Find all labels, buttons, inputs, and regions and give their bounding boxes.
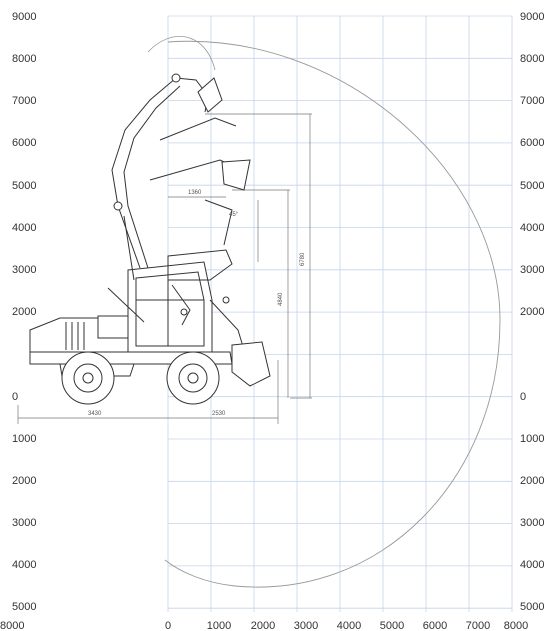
y-label: 7000 [520,95,544,107]
pivot-pin [180,308,188,316]
y-label: 5000 [12,601,36,613]
grid [167,15,513,612]
x-label: 1000 [207,620,231,631]
pivot-pin [222,296,230,304]
y-label: 3000 [12,517,36,529]
y-label: 2000 [520,306,544,318]
y-label: 1000 [12,433,36,445]
loader-bucket-lowered [231,341,271,387]
y-label: 1000 [520,433,544,445]
cab-window [135,271,205,347]
x-label: 4000 [337,620,361,631]
x-axis: 8000 0 1000 2000 3000 4000 5000 6000 700… [0,620,528,631]
x-label: 3000 [294,620,318,631]
outer-reach-arc [164,40,501,588]
backhoe-bucket [197,77,223,113]
dim-front-overhang: 2530 [212,411,226,417]
front-wheel-hub [187,372,199,384]
y-label: 7000 [12,95,36,107]
y-label: 3000 [12,264,36,276]
backhoe-loader-drawing [29,73,271,405]
loader-bucket-ground [167,249,233,281]
y-label: 3000 [520,517,544,529]
y-label: 0 [520,391,526,403]
y-label: 6000 [520,137,544,149]
rear-wheel-hub [82,372,94,384]
bucket-arc-path [204,199,233,246]
y-label: 4000 [12,222,36,234]
y-label: 4000 [12,559,36,571]
y-label: 4000 [520,222,544,234]
y-label: 9000 [12,11,36,23]
rear-wheel-rim [73,363,103,393]
x-label: 2000 [251,620,275,631]
y-label: 2000 [12,475,36,487]
front-wheel-rim [178,363,208,393]
reach-envelope [147,36,501,588]
y-label: 5000 [12,180,36,192]
x-label: 6000 [423,620,447,631]
loader-arm-top [159,117,237,141]
dim-reach-top: 1360 [188,190,202,196]
loader-arm [209,299,245,351]
boom-inner [123,85,181,269]
counterweight [97,315,133,339]
x-label: 8000 [504,620,528,631]
x-label: 5000 [380,620,404,631]
x-label: 0 [165,620,171,631]
dim-dump-height: 4840 [278,292,284,306]
top-reach-arc [147,36,216,71]
boom-outer [111,77,177,269]
y-label: 8000 [12,53,36,65]
stabilizer [107,287,145,323]
y-axis-left: 9000 8000 7000 6000 5000 4000 3000 2000 … [12,11,36,613]
y-axis-right: 9000 8000 7000 6000 5000 4000 3000 2000 … [520,11,544,613]
y-label: 8000 [520,53,544,65]
boom-pivot [171,73,181,83]
steering-column [171,284,191,326]
y-label: 3000 [520,264,544,276]
hydraulic-cylinder [123,215,135,281]
y-label: 2000 [520,475,544,487]
y-label: 9000 [520,11,544,23]
x-label-left-cut: 8000 [0,620,24,631]
y-label: 5000 [520,180,544,192]
y-label: 5000 [520,601,544,613]
y-label: 4000 [520,559,544,571]
dimension-lines: 3430 2530 1360 45° 6780 4840 [17,113,312,424]
dim-rear-length: 3430 [88,411,102,417]
boom-base-pivot [113,201,123,211]
x-label: 7000 [466,620,490,631]
y-label: 6000 [12,137,36,149]
y-label: 0 [12,391,18,403]
y-label: 2000 [12,306,36,318]
dim-angle: 45° [229,212,239,218]
dim-max-height: 6780 [300,252,306,266]
cab [127,261,213,353]
loader-bucket-raised-mid [221,159,251,191]
